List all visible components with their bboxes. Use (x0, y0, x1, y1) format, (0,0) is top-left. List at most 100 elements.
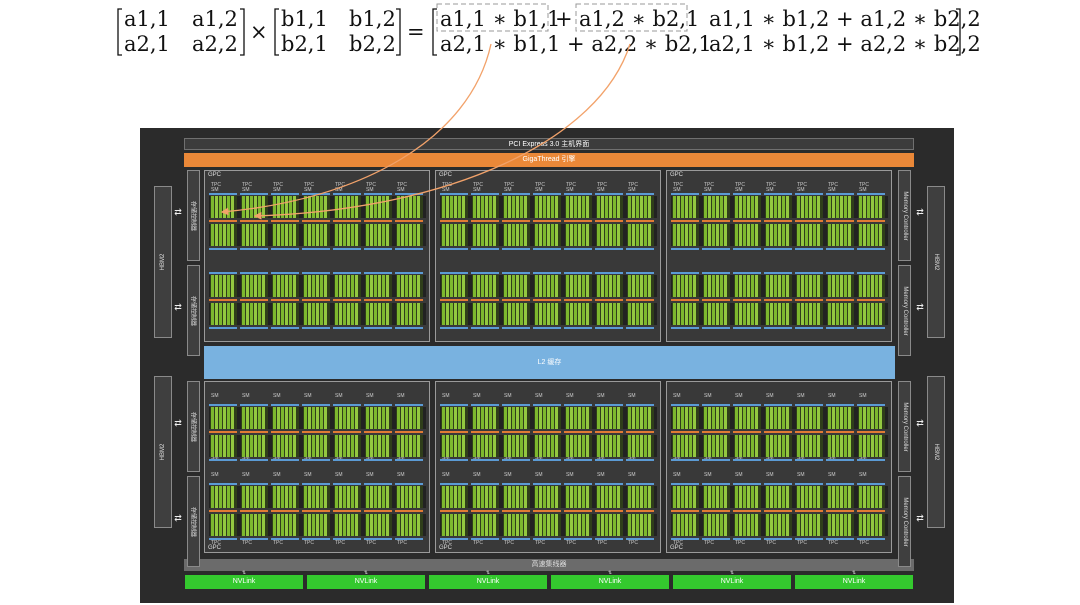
hbm2-label: HBM2 (160, 253, 166, 271)
sm-register-strip (671, 193, 888, 195)
sm-label: SM (566, 455, 574, 461)
sm-label: SM (766, 472, 774, 478)
sm-label: SM (597, 472, 605, 478)
memory-controller-label: 存储控制器 (189, 200, 195, 231)
nvlink-arrow-icon: ⇅ (485, 570, 491, 576)
high-speed-hub-bar: 高速集线器 (184, 559, 914, 571)
highlight-box-a12b21 (575, 3, 688, 32)
nvlink-block: NVLink (307, 575, 425, 589)
sm-core-array (440, 486, 657, 508)
a22-entry: a2,2 (192, 32, 238, 56)
sm-label: SM (442, 393, 450, 399)
sm-register-strip (671, 248, 888, 250)
sm-label: SM (535, 472, 543, 478)
hbm2-label: HBM2 (933, 253, 939, 271)
sm-label: SM (242, 393, 250, 399)
b11-entry: b1,1 (281, 7, 328, 31)
sm-register-strip (209, 404, 426, 406)
sm-label: SM (735, 187, 743, 193)
sm-label: SM (597, 393, 605, 399)
memory-controller-left: 存储控制器 (187, 381, 200, 472)
sm-label: SM (628, 393, 636, 399)
l2-cache-bar: L2 缓存 (204, 346, 895, 379)
sm-label: SM (766, 393, 774, 399)
tpc-half (671, 261, 888, 333)
tpc-label: TPC (859, 182, 869, 188)
sm-label: SM (704, 393, 712, 399)
sm-cache-strip (671, 510, 888, 512)
a21-entry: a2,1 (124, 32, 170, 56)
sm-register-strip (671, 538, 888, 540)
sm-label: SM (797, 393, 805, 399)
sm-register-strip (671, 483, 888, 485)
c12-entry: a1,1 ∗ b1,2 + a1,2 ∗ b2,2 (709, 7, 981, 31)
tpc-label: TPC (597, 540, 607, 546)
equals-sign: = (407, 20, 425, 44)
sm-label: SM (673, 455, 681, 461)
sm-label: SM (397, 455, 405, 461)
c11-term2: a1,2 ∗ b2,1 (579, 7, 699, 31)
sm-label: SM (859, 393, 867, 399)
tpc-label: TPC (211, 540, 221, 546)
sm-label: SM (504, 455, 512, 461)
tpc-label: TPC (828, 540, 838, 546)
tpc-label: TPC (273, 540, 283, 546)
sm-label: SM (242, 472, 250, 478)
b21-entry: b2,1 (281, 32, 328, 56)
sm-label: SM (797, 455, 805, 461)
sm-label: SM (397, 393, 405, 399)
sm-cache-strip (671, 220, 888, 222)
matrix-multiplication-formula: a1,1 a1,2 a2,1 a2,2 × b1,1 b1,2 b2,1 b2,… (117, 3, 981, 56)
sm-core-array (671, 486, 888, 508)
bidirectional-arrow-icon: ⇄ (916, 302, 924, 312)
tpc-label: TPC (442, 540, 452, 546)
result-left-bracket (432, 8, 437, 56)
sm-label: SM (628, 187, 636, 193)
hbm2-stack-left: HBM2 (154, 376, 172, 528)
sm-core-array (209, 514, 426, 536)
sm-core-array (440, 224, 657, 246)
memory-controller-label: 存储控制器 (189, 411, 195, 442)
sm-label: SM (704, 455, 712, 461)
sm-label: SM (273, 472, 281, 478)
nvlink-arrow-icon: ⇅ (607, 570, 613, 576)
sm-label: SM (273, 393, 281, 399)
matrix-a-right-bracket (240, 8, 245, 56)
memory-controller-label: Memory Controller (901, 401, 908, 452)
sm-label: SM (442, 455, 450, 461)
sm-label: SM (828, 187, 836, 193)
bidirectional-arrow-icon: ⇄ (174, 302, 182, 312)
sm-core-array (209, 486, 426, 508)
sm-label: SM (597, 455, 605, 461)
nvlink-block: NVLink (185, 575, 303, 589)
bidirectional-arrow-icon: ⇄ (916, 513, 924, 523)
memory-controller-label: 存储控制器 (189, 295, 195, 326)
b12-entry: b1,2 (349, 7, 396, 31)
sm-label: SM (859, 187, 867, 193)
sm-label: SM (211, 472, 219, 478)
memory-controller-left: 存储控制器 (187, 170, 200, 261)
nvlink-arrow-icon: ⇅ (241, 570, 247, 576)
bidirectional-arrow-icon: ⇄ (174, 513, 182, 523)
sm-core-array (440, 435, 657, 457)
bidirectional-arrow-icon: ⇄ (916, 207, 924, 217)
memory-controller-left: 存储控制器 (187, 476, 200, 567)
sm-label: SM (335, 472, 343, 478)
sm-label: SM (535, 455, 543, 461)
sm-label: SM (673, 187, 681, 193)
tpc-label: TPC (211, 182, 221, 188)
c11-term1: a1,1 ∗ b1,1 (440, 7, 560, 31)
sm-label: SM (859, 455, 867, 461)
sm-register-strip (209, 272, 426, 274)
sm-label: SM (735, 472, 743, 478)
